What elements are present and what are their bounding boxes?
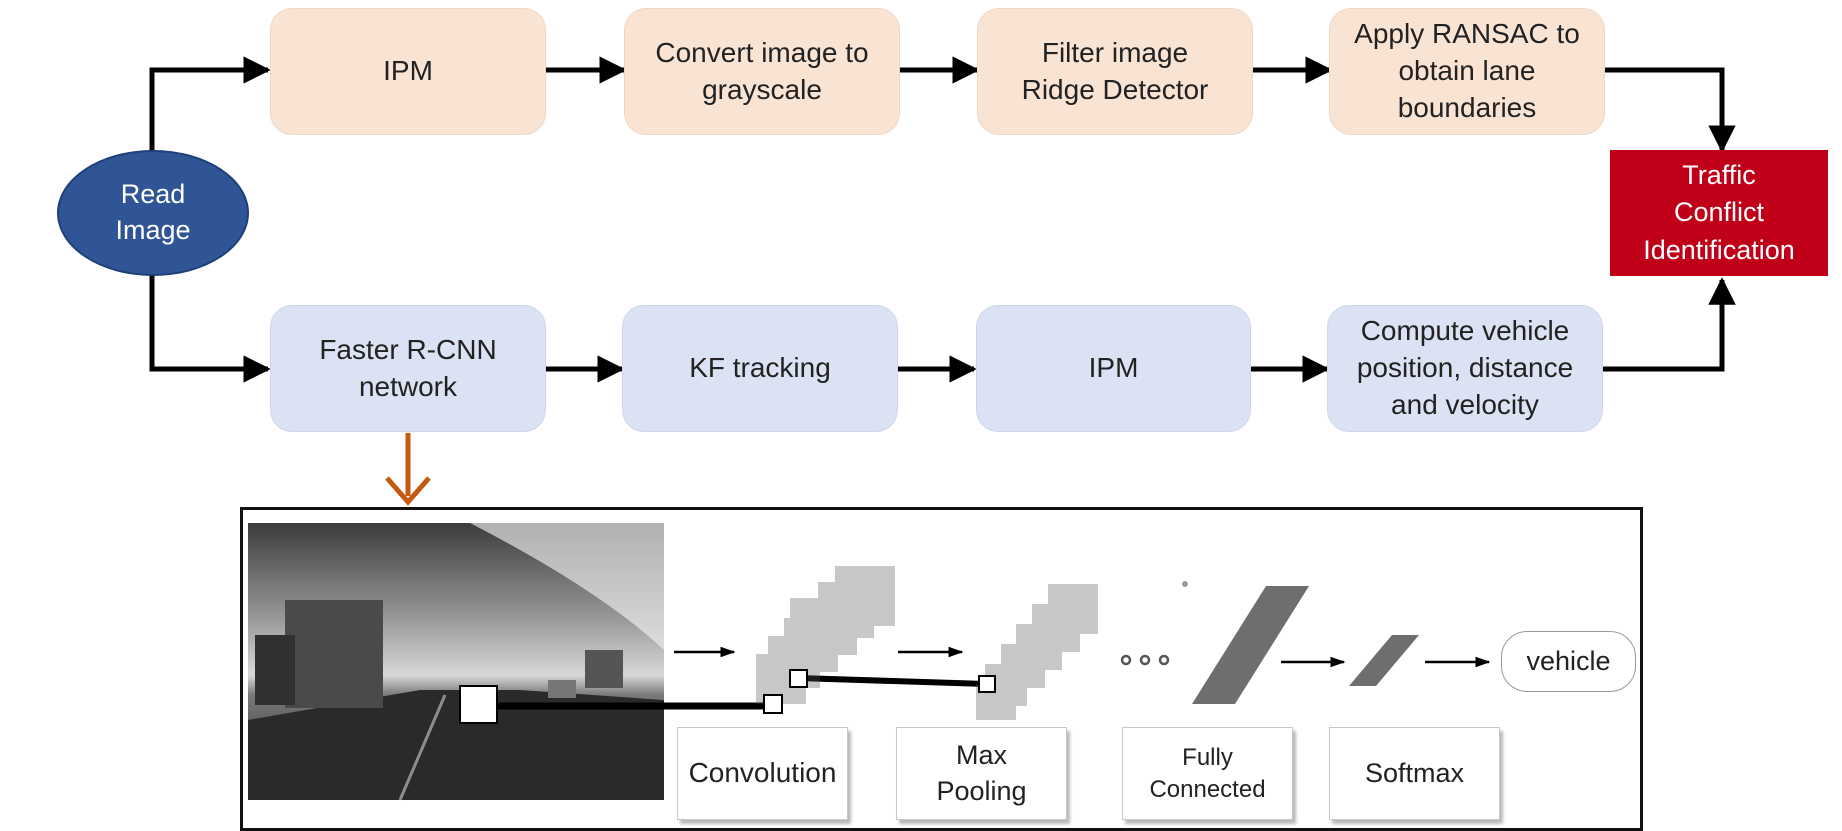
grayscale-box: Convert image to grayscale: [624, 8, 900, 135]
branch-connectors: [149, 56, 271, 383]
softmax-layer: [1349, 635, 1419, 686]
receptive-field-markers: [459, 669, 996, 724]
pooling-feature-maps: [976, 584, 1098, 720]
faster-rcnn-box: Faster R-CNN network: [270, 305, 546, 432]
convolution-label: Convolution: [677, 727, 848, 820]
ransac-box: Apply RANSAC to obtain lane boundaries: [1329, 8, 1605, 135]
read-image-node: Read Image: [57, 150, 249, 276]
max-pooling-label: Max Pooling: [896, 727, 1067, 820]
bottom-row-arrows: [544, 277, 1736, 383]
cnn-stage-arrows: [674, 646, 1491, 668]
feature-connectors: [478, 675, 987, 710]
callout-arrow: [385, 433, 431, 506]
traffic-conflict-box: Traffic Conflict Identification: [1610, 150, 1828, 276]
road-scene-image: [248, 523, 664, 801]
vehicle-metrics-box: Compute vehicle position, distance and v…: [1327, 305, 1603, 432]
vehicle-output-pill: vehicle: [1501, 631, 1636, 692]
kf-tracking-box: KF tracking: [622, 305, 898, 432]
bottom-ipm-box: IPM: [976, 305, 1251, 432]
cnn-detail-panel: [240, 507, 1643, 831]
fully-connected-label: Fully Connected: [1122, 727, 1293, 820]
softmax-label: Softmax: [1329, 727, 1500, 820]
convolution-feature-maps: [756, 566, 895, 704]
ellipsis-dots: [1120, 581, 1188, 666]
top-row-arrows: [544, 56, 1736, 153]
fully-connected-layer: [1192, 586, 1309, 704]
ridge-detector-box: Filter image Ridge Detector: [977, 8, 1253, 135]
top-ipm-box: IPM: [270, 8, 546, 135]
